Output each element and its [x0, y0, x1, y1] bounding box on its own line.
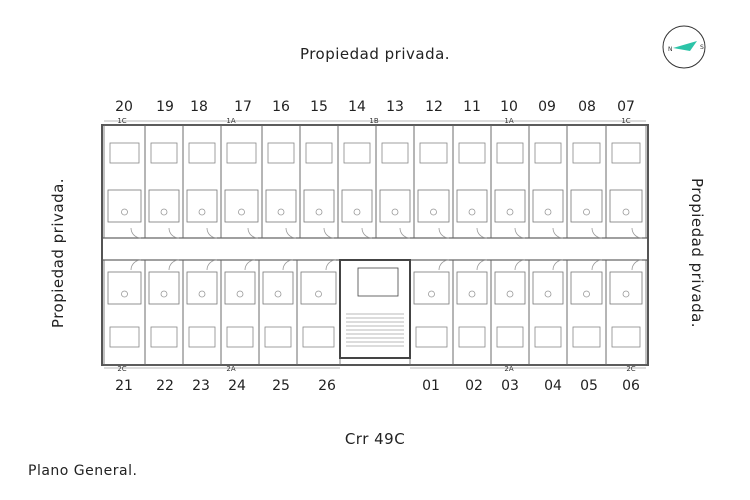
room-cell: [299, 124, 339, 239]
compass-south: S: [700, 44, 704, 51]
unit-number-bottom: 03: [501, 378, 519, 394]
top-boundary-label: Propiedad privada.: [299, 45, 451, 63]
left-boundary-label: Propiedad privada.: [49, 177, 67, 329]
unit-number-top: 09: [538, 99, 556, 115]
street-label: Crr 49C: [344, 430, 406, 448]
unit-number-bottom: 22: [156, 378, 174, 394]
unit-number-bottom: 25: [272, 378, 290, 394]
unit-number-top: 16: [272, 99, 290, 115]
compass-icon: N S: [662, 25, 706, 69]
room-cell: [413, 124, 454, 239]
section-tag-top: 1C: [621, 117, 631, 125]
corridor: [101, 237, 649, 261]
unit-number-top: 14: [348, 99, 366, 115]
room-cell: [258, 259, 298, 366]
room-cell: [528, 124, 568, 239]
room-cell: [144, 124, 184, 239]
room-cell: [566, 259, 607, 366]
room-cell: [296, 259, 341, 366]
room-cell: [605, 259, 647, 366]
room-cell: [103, 124, 146, 239]
room-cell: [182, 259, 222, 366]
section-tag-bottom: 2A: [226, 365, 236, 373]
room-cell: [452, 124, 492, 239]
top-rooms: [103, 124, 647, 239]
unit-number-bottom: 24: [228, 378, 246, 394]
section-tag-top: 1A: [226, 117, 236, 125]
dimension-lines: [104, 120, 646, 369]
bottom-rooms: [103, 259, 647, 366]
unit-number-bottom: 02: [465, 378, 483, 394]
room-cell: [261, 124, 301, 239]
unit-number-bottom: 06: [622, 378, 640, 394]
room-cell: [452, 259, 492, 366]
stair-core: [339, 259, 411, 359]
section-tag-bottom: 2A: [504, 365, 514, 373]
unit-number-bottom: 01: [422, 378, 440, 394]
room-cell: [566, 124, 607, 239]
unit-number-top: 08: [578, 99, 596, 115]
room-cell: [490, 259, 530, 366]
room-cell: [182, 124, 222, 239]
unit-number-bottom: 26: [318, 378, 336, 394]
section-tag-top: 1A: [504, 117, 514, 125]
unit-number-top: 20: [115, 99, 133, 115]
right-boundary-label: Propiedad privada.: [688, 177, 706, 329]
room-cell: [605, 124, 647, 239]
room-cell: [528, 259, 568, 366]
unit-number-top: 18: [190, 99, 208, 115]
unit-number-top: 15: [310, 99, 328, 115]
room-cell: [103, 259, 146, 366]
section-tag-bottom: 2C: [626, 365, 636, 373]
section-tag-top: 1C: [117, 117, 127, 125]
unit-number-top: 19: [156, 99, 174, 115]
unit-number-top: 12: [425, 99, 443, 115]
room-cell: [337, 124, 377, 239]
room-cell: [375, 124, 415, 239]
room-cell: [220, 259, 260, 366]
room-cell: [144, 259, 184, 366]
unit-number-top: 13: [386, 99, 404, 115]
room-cell: [409, 259, 454, 366]
unit-number-top: 10: [500, 99, 518, 115]
unit-number-bottom: 23: [192, 378, 210, 394]
plan-title: Plano General.: [28, 463, 138, 479]
room-cell: [490, 124, 530, 239]
unit-number-top: 07: [617, 99, 635, 115]
unit-number-top: 17: [234, 99, 252, 115]
section-tag-top: 1B: [369, 117, 379, 125]
unit-number-bottom: 05: [580, 378, 598, 394]
unit-number-top: 11: [463, 99, 481, 115]
compass-north: N: [668, 46, 673, 53]
unit-number-bottom: 04: [544, 378, 562, 394]
room-cell: [220, 124, 263, 239]
unit-number-bottom: 21: [115, 378, 133, 394]
section-tag-bottom: 2C: [117, 365, 127, 373]
building-outline: [101, 124, 649, 366]
